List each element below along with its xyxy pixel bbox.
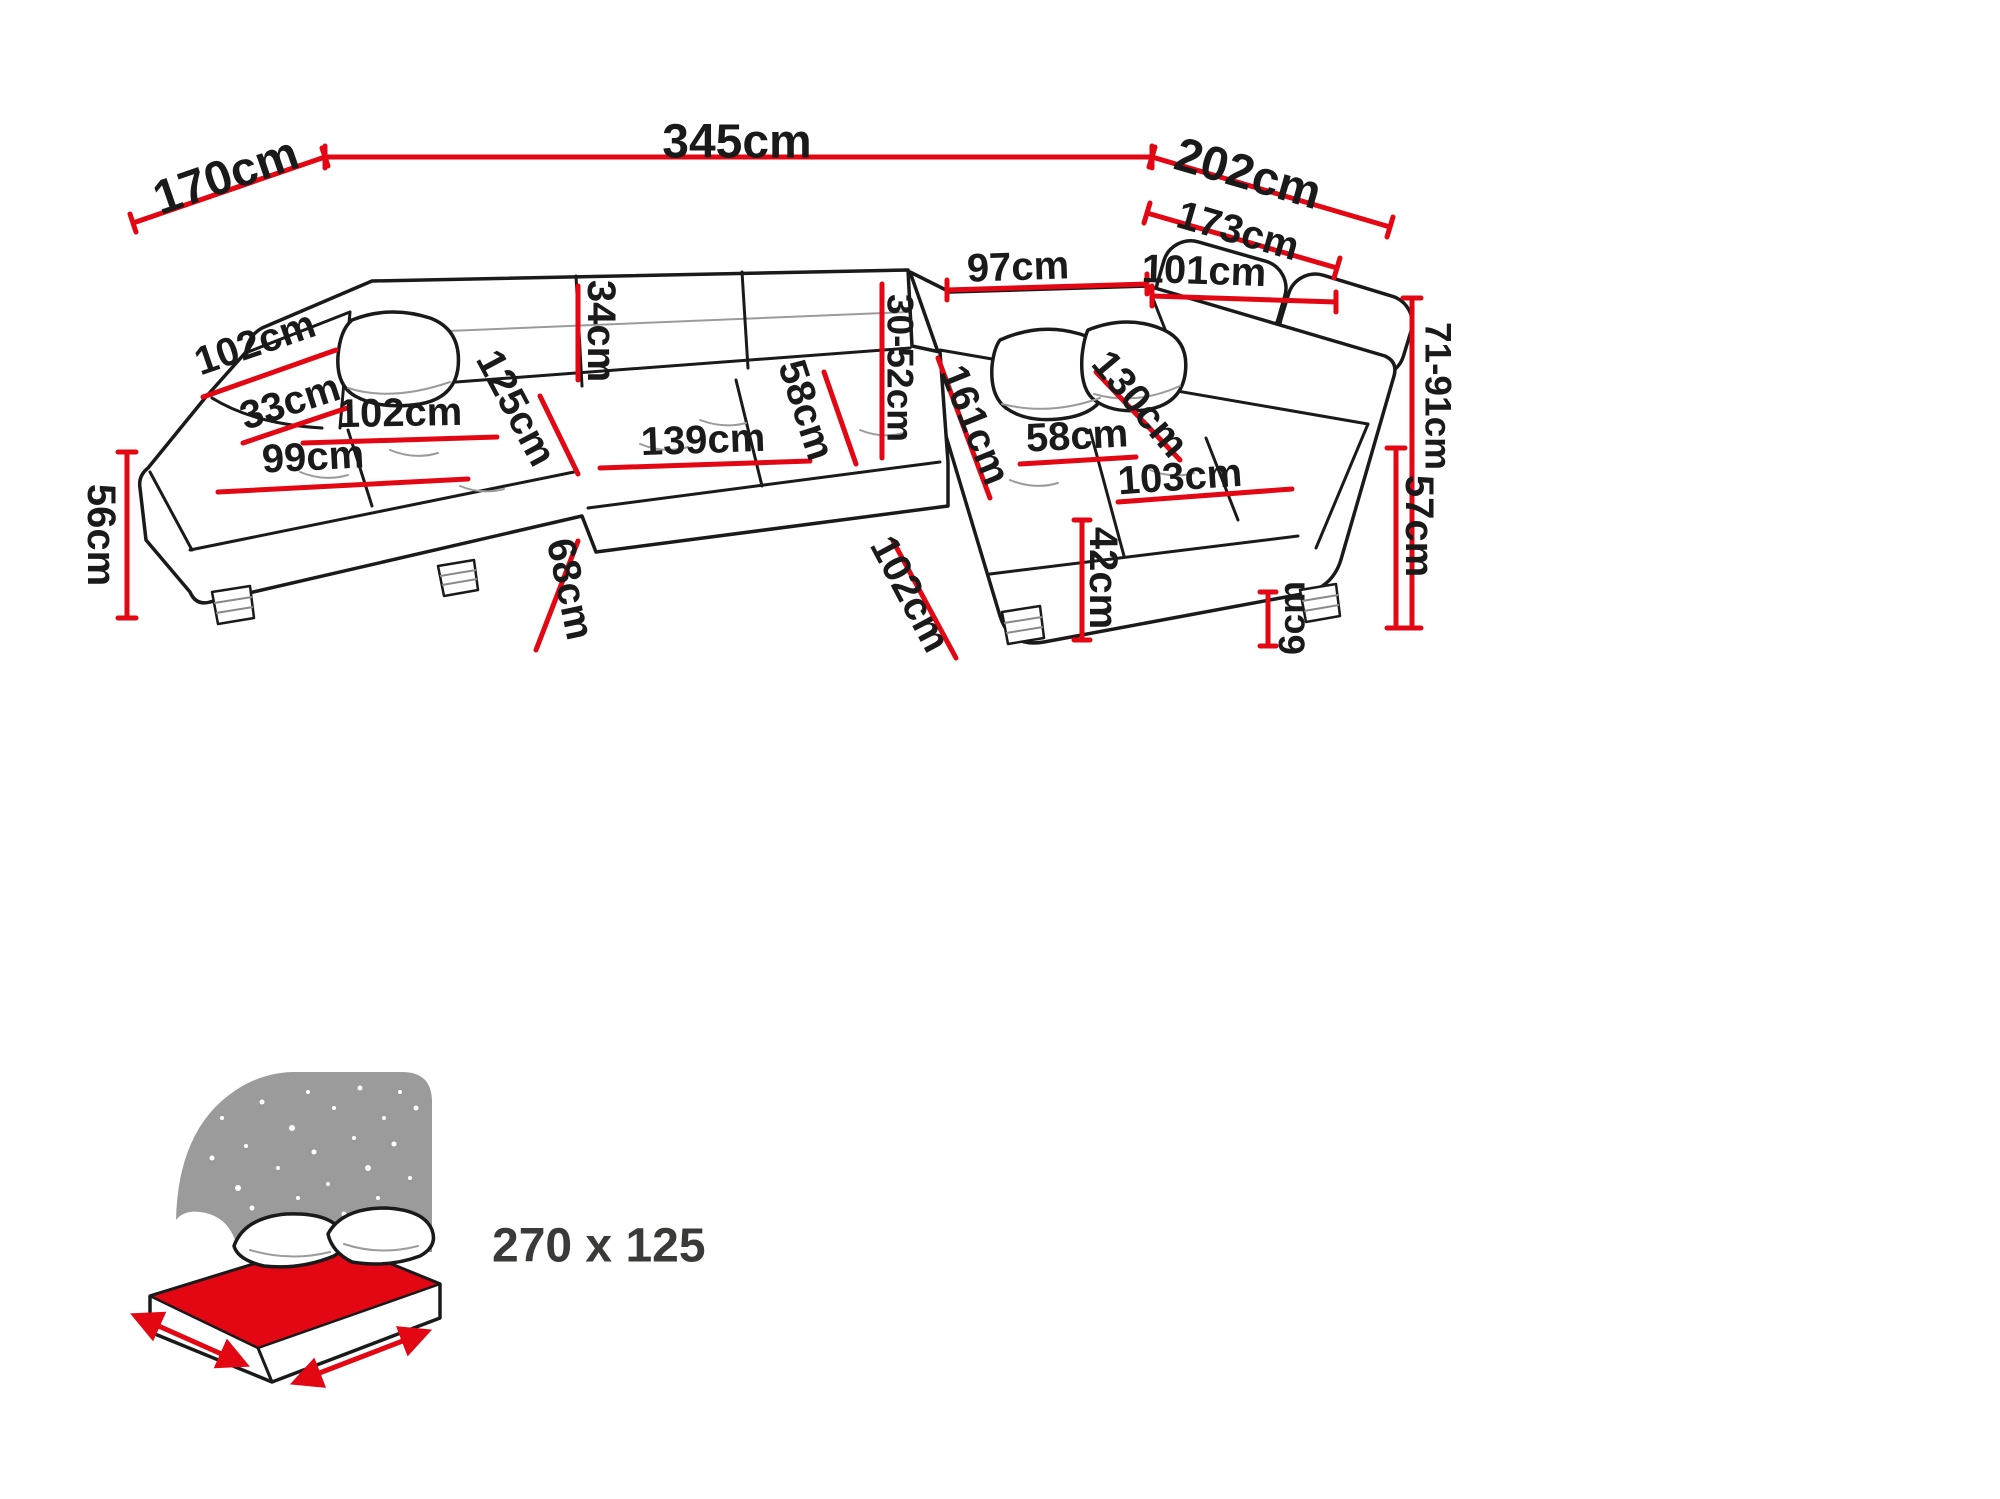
dim-line-armrest-width xyxy=(240,404,353,446)
dim-label-backrest-depth: 34cm xyxy=(579,280,623,382)
dim-line-seat-depth xyxy=(821,369,859,467)
dim-label-left-chaise-width: 99cm xyxy=(261,432,365,481)
dim-line-right-side-depth xyxy=(1146,144,1396,240)
dim-label-corner-back-width: 97cm xyxy=(966,243,1070,291)
dim-label-right-back-inner-width: 101cm xyxy=(1141,247,1267,295)
dim-label-left-seat-height: 56cm xyxy=(79,484,123,586)
dim-line-right-seat-depth xyxy=(1017,454,1139,467)
dim-label-left-seat-width: 102cm xyxy=(337,390,462,436)
sofa-legs xyxy=(210,558,1342,646)
bed-pillow-2 xyxy=(326,1206,436,1266)
right-pillow-1 xyxy=(990,327,1111,422)
sofa-illustration xyxy=(137,239,1414,646)
dim-line-left-chaise-width xyxy=(215,476,471,495)
dim-line-right-inner-depth xyxy=(1141,200,1343,281)
dim-line-total-height-range xyxy=(1400,295,1424,631)
dim-label-leg-height: 6cm xyxy=(1272,581,1313,655)
dim-line-center-seat-width xyxy=(597,458,813,471)
dim-label-right-seat-width: 103cm xyxy=(1116,451,1243,504)
dim-line-left-chaise-length xyxy=(537,393,581,477)
dim-label-right-seat-depth: 58cm xyxy=(1025,411,1129,460)
dim-line-left-seat-height xyxy=(115,449,139,621)
dim-line-left-seat-width xyxy=(300,434,500,446)
dim-line-front-left-base-depth xyxy=(533,538,581,653)
dim-line-left-side-depth xyxy=(127,145,331,235)
dim-line-left-armrest-outer xyxy=(200,347,339,400)
width-arrow xyxy=(130,1311,250,1369)
dim-label-seat-height: 42cm xyxy=(1081,527,1125,629)
length-arrow xyxy=(289,1326,433,1388)
headboard-shape xyxy=(176,1072,432,1252)
dim-label-left-side-depth: 170cm xyxy=(147,127,306,226)
dim-line-right-seat-width xyxy=(1115,486,1295,505)
dim-line-leg-height xyxy=(1257,589,1279,649)
dim-label-front-right-base-depth: 102cm xyxy=(861,529,958,660)
dimension-lines xyxy=(115,143,1424,661)
dim-line-seat-height xyxy=(1071,517,1093,643)
sleeping-area-label: 270 x 125 xyxy=(492,1220,706,1273)
sofa-pillows xyxy=(336,310,1188,422)
bed-sleeping-area-icon xyxy=(130,1072,442,1388)
dim-line-right-armrest-length xyxy=(1093,369,1183,463)
dim-label-headrest-height-range: 30-52cm xyxy=(880,294,921,442)
dim-line-right-back-inner-width xyxy=(1149,283,1339,315)
left-pillow xyxy=(336,310,461,408)
right-pillow-2 xyxy=(1079,320,1188,413)
dim-line-front-right-base-depth xyxy=(890,538,959,661)
dim-label-total-height-range: 71-91cm xyxy=(1418,322,1459,470)
dim-line-right-chaise-length xyxy=(935,355,993,501)
dim-label-total-back-width: 345cm xyxy=(662,116,811,169)
dim-line-corner-back-width xyxy=(944,271,1150,303)
dim-label-armrest-height: 57cm xyxy=(1397,475,1441,577)
dim-label-center-seat-width: 139cm xyxy=(640,416,766,464)
dim-label-front-left-base-depth: 68cm xyxy=(538,534,602,643)
